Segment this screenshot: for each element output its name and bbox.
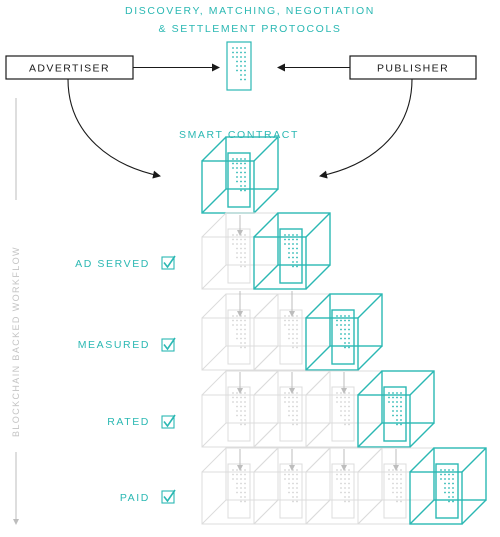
active-step-cube: [409, 447, 487, 525]
advertiser-box: ADVERTISER: [5, 55, 134, 80]
step-label-paid: PAID: [120, 492, 150, 504]
step-label-rated: RATED: [107, 416, 150, 428]
advertiser-to-contract-arrow: [67, 78, 161, 179]
publisher-label: PUBLISHER: [377, 63, 449, 75]
active-step-cube: [357, 370, 435, 448]
smart-contract-cube: [201, 136, 279, 214]
header-line-2: & SETTLEMENT PROTOCOLS: [158, 23, 341, 35]
active-step-cube: [305, 293, 383, 371]
step-label-measured: MEASURED: [78, 339, 150, 351]
protocol-document-icon: [226, 41, 252, 91]
checkbox-icon: [161, 255, 176, 270]
cube-grid: [201, 136, 487, 525]
publisher-to-contract-arrow: [319, 78, 413, 179]
step-measured: MEASURED: [78, 337, 176, 352]
checkbox-icon: [161, 489, 176, 504]
step-ad-served: AD SERVED: [75, 255, 176, 270]
checkbox-icon: [161, 337, 176, 352]
step-rated: RATED: [107, 414, 176, 429]
header-line-1: DISCOVERY, MATCHING, NEGOTIATION: [125, 5, 375, 17]
advertiser-label: ADVERTISER: [29, 63, 110, 75]
side-workflow-label: BLOCKCHAIN BACKED WORKFLOW: [11, 246, 21, 437]
step-label-ad-served: AD SERVED: [75, 258, 150, 270]
smart-contract-label: SMART CONTRACT: [179, 129, 299, 141]
checkbox-icon: [161, 414, 176, 429]
active-step-cube: [253, 212, 331, 290]
publisher-box: PUBLISHER: [349, 55, 477, 80]
step-paid: PAID: [120, 489, 176, 504]
